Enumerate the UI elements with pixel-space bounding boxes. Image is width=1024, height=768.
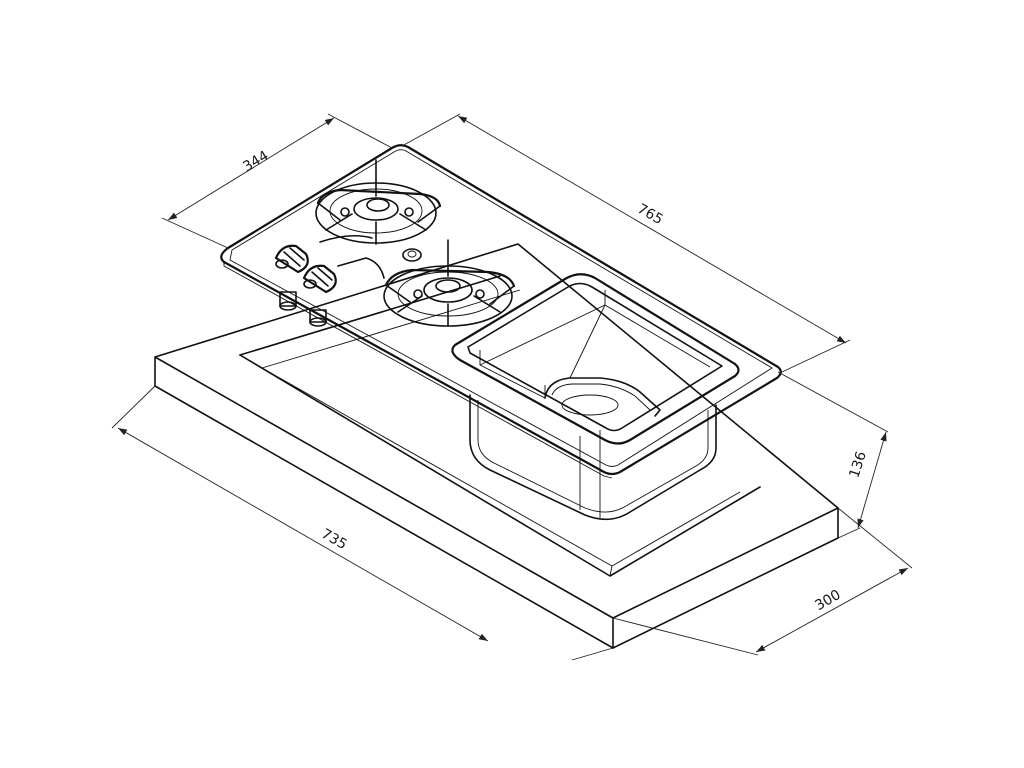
base-frame [154,243,839,649]
dimension-136-label: 136 [846,450,870,480]
dimension-300-label: 300 [812,587,843,614]
dimension-735: 735 [111,385,614,661]
dimension-735-label: 735 [318,526,349,553]
dimension-765-label: 765 [634,201,665,228]
dimension-300: 300 [612,507,913,656]
control-knob-1 [274,244,309,274]
dimension-344: 344 [161,113,393,249]
burner-rear [315,159,442,245]
valve-connectors [279,291,327,327]
gas-pipe [319,234,385,279]
dimension-344-label: 344 [240,148,271,176]
dimension-136: 136 [777,371,889,539]
sink-bowl [469,394,717,521]
igniter-button [402,248,422,262]
control-knob-2 [302,264,337,294]
countertop-plate [220,144,782,479]
